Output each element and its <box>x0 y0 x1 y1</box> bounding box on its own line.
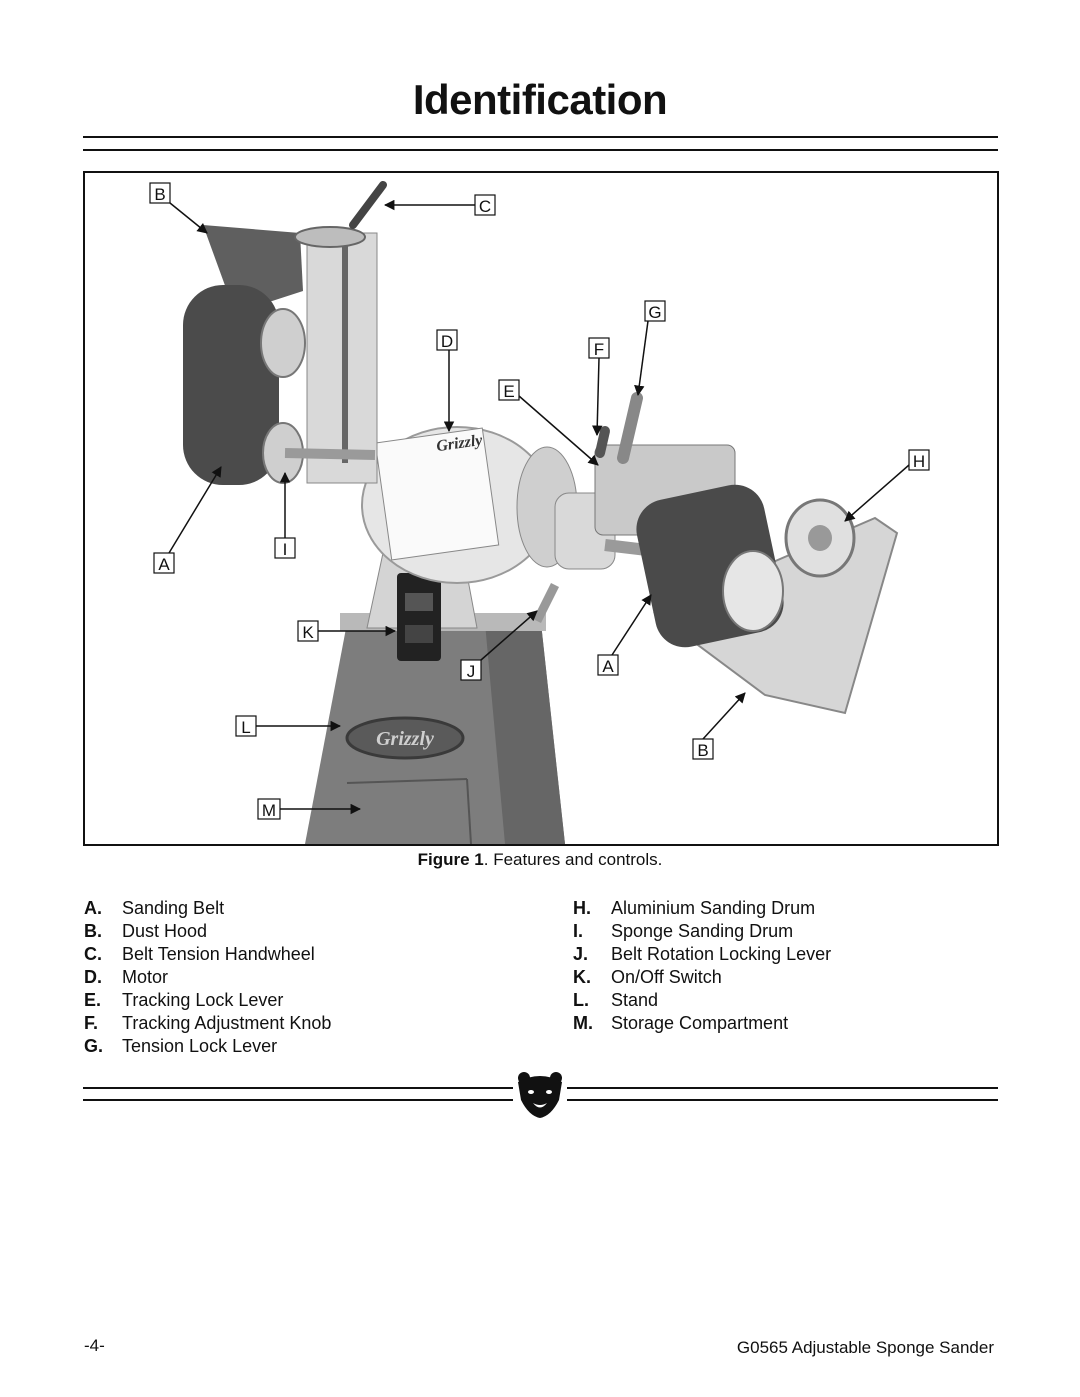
switch-button-on <box>405 593 433 611</box>
svg-text:B: B <box>154 185 165 204</box>
figure-caption-text: . Features and controls. <box>483 850 663 869</box>
motor-label-decal <box>374 427 500 561</box>
callout-m: M <box>257 798 362 820</box>
svg-text:A: A <box>602 657 614 676</box>
svg-text:D: D <box>441 332 453 351</box>
motor-decal-brand: Grizzly <box>435 432 484 455</box>
legend-item: L.Stand <box>573 990 659 1010</box>
legend-item: H.Aluminium Sanding Drum <box>573 898 816 918</box>
callout-f: F <box>588 337 610 437</box>
svg-text:M: M <box>262 801 276 820</box>
footer-document-title: G0565 Adjustable Sponge Sander <box>736 1338 994 1357</box>
title-rule-bottom <box>83 149 998 151</box>
right-drum-end <box>722 550 784 632</box>
svg-text:E: E <box>503 382 514 401</box>
legend-item: J.Belt Rotation Locking Lever <box>573 944 832 964</box>
tension-handwheel <box>294 226 366 248</box>
handwheel-handle <box>349 181 387 229</box>
title-rule-top <box>83 136 998 138</box>
legend-item: F.Tracking Adjustment Knob <box>84 1013 332 1033</box>
callout-l: L <box>235 715 342 737</box>
callout-a-right: A <box>597 594 652 676</box>
tension-lock-lever <box>617 392 643 464</box>
legend-item: G.Tension Lock Lever <box>84 1036 278 1056</box>
figure-caption-label: Figure 1 <box>417 850 484 869</box>
left-upper-hub <box>260 308 306 378</box>
stand-badge <box>345 716 465 760</box>
belt-rotation-locking-lever <box>533 583 559 623</box>
footer-divider-graphic <box>83 1072 998 1118</box>
callout-h: H <box>844 449 930 522</box>
callout-g: G <box>634 300 666 397</box>
svg-text:K: K <box>302 623 314 642</box>
svg-text:B: B <box>697 741 708 760</box>
page-number: -4- <box>84 1336 105 1355</box>
svg-text:C: C <box>479 197 491 216</box>
legend-item: I.Sponge Sanding Drum <box>573 921 794 941</box>
left-arbor <box>284 448 376 460</box>
svg-text:G: G <box>648 303 661 322</box>
svg-text:J: J <box>467 662 476 681</box>
callout-a-left: A <box>153 466 222 574</box>
footer-divider <box>83 1072 998 1122</box>
tracking-lock-lever <box>595 426 610 458</box>
storage-door-edge <box>346 778 468 784</box>
legend-item: M.Storage Compartment <box>573 1013 789 1033</box>
sander-illustration: Grizzly Grizzly <box>149 181 930 844</box>
legend-item: D.Motor <box>84 967 169 987</box>
svg-text:I: I <box>283 540 288 559</box>
callout-b-top: B <box>149 182 208 234</box>
bear-head-icon <box>518 1072 562 1118</box>
switch-housing <box>397 573 441 661</box>
svg-text:A: A <box>158 555 170 574</box>
stand-shade <box>485 623 565 844</box>
callout-c: C <box>383 194 496 216</box>
legend-item: E.Tracking Lock Lever <box>84 990 284 1010</box>
page-title: Identification <box>412 76 668 123</box>
callout-i: I <box>274 471 296 559</box>
switch-button-off <box>405 625 433 643</box>
legend-item: C.Belt Tension Handwheel <box>84 944 315 964</box>
callout-k: K <box>297 620 397 642</box>
figure-caption: Figure 1. Features and controls. <box>0 850 1080 870</box>
callout-d: D <box>436 329 458 433</box>
aluminium-drum-hub <box>808 525 832 551</box>
svg-text:F: F <box>594 340 604 359</box>
legend-item: K.On/Off Switch <box>573 967 722 987</box>
callout-j: J <box>460 610 538 681</box>
legend-left: A.Sanding Belt B.Dust Hood C.Belt Tensio… <box>84 897 331 1058</box>
legend-item: A.Sanding Belt <box>84 898 225 918</box>
svg-text:L: L <box>241 718 250 737</box>
svg-text:H: H <box>913 452 925 471</box>
left-sanding-belt <box>183 285 279 485</box>
callout-e: E <box>498 379 599 466</box>
storage-door-side <box>466 778 472 844</box>
callout-b-bottom: B <box>692 692 746 760</box>
legend-right: H.Aluminium Sanding Drum I.Sponge Sandin… <box>573 897 831 1035</box>
figure-box: Grizzly Grizzly <box>83 171 999 846</box>
stand-badge-text: Grizzly <box>376 728 434 750</box>
legend-item: B.Dust Hood <box>84 921 208 941</box>
